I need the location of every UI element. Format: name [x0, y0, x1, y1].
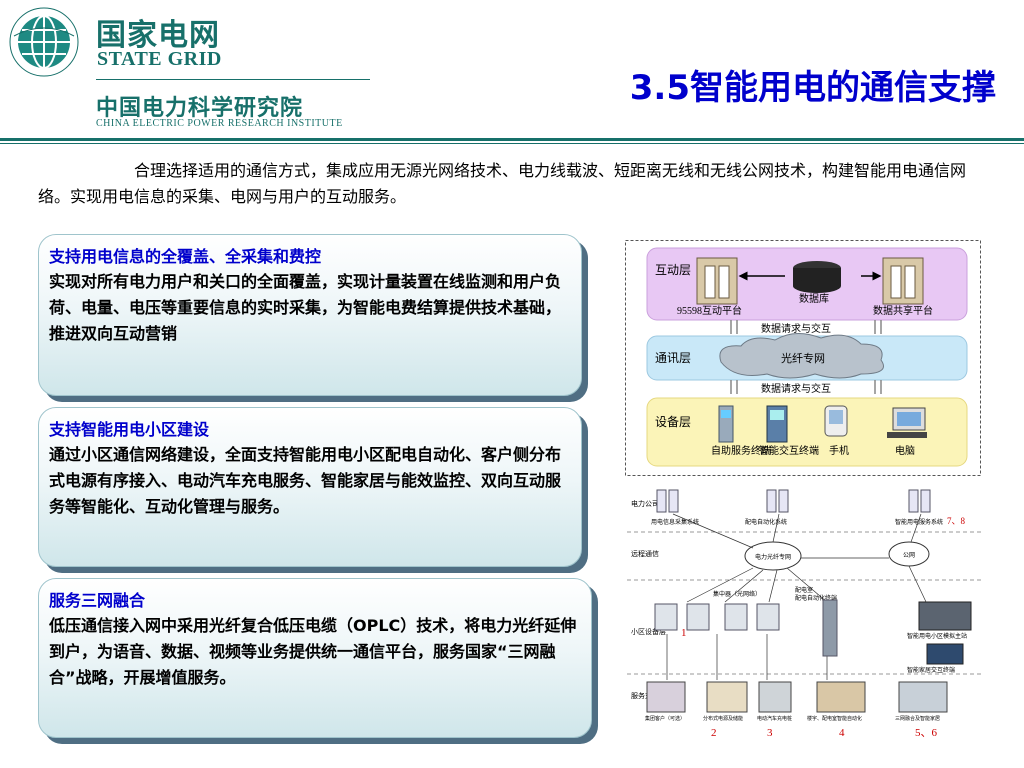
- interactive-terminal-icon: [766, 405, 788, 443]
- service-label: 电动汽车充电桩: [757, 715, 792, 722]
- double-arrow-icon: [730, 380, 738, 394]
- server-icon: [908, 489, 919, 513]
- header-rule-thin: [0, 143, 1024, 144]
- institute-name-cn: 中国电力科学研究院: [96, 96, 304, 121]
- smart-home-icon: [898, 681, 948, 713]
- ev-charger-icon: [758, 681, 792, 713]
- community-topology-diagram: 电力公司 远程通信 小区设备层 服务对象 用电信息采集系统 配电自动化系统 智能…: [627, 484, 983, 742]
- server-icon: [882, 257, 924, 305]
- node-label: 配电自动化终端: [795, 594, 837, 602]
- service-label: 楼宇、配电室智能自动化: [807, 715, 862, 722]
- server-icon: [668, 489, 679, 513]
- header-rule: [0, 138, 1024, 141]
- service-label: 分布式电源及储能: [703, 715, 743, 722]
- reference-number: 4: [839, 727, 845, 739]
- arrow-label: 数据请求与交互: [761, 382, 831, 395]
- service-label: 集团客户（可选）: [645, 715, 685, 722]
- phone-icon: [824, 405, 848, 437]
- computer-icon: [887, 407, 927, 438]
- layered-architecture-diagram: 互动层 95598互动平台 数据库 数据共享平台 数据请求与交互 通讯层 光纤专…: [625, 240, 981, 476]
- band-label: 电力公司: [631, 499, 659, 508]
- server-icon: [920, 489, 931, 513]
- band-label: 服务对象: [631, 691, 659, 700]
- layer-label: 互动层: [655, 263, 691, 277]
- building-icon: [816, 681, 866, 713]
- institute-name-en: CHINA ELECTRIC POWER RESEARCH INSTITUTE: [96, 118, 343, 129]
- system-label: 配电自动化系统: [745, 518, 787, 526]
- node-label: 配电室: [795, 586, 813, 594]
- database-icon: [793, 261, 841, 293]
- info-card-convergence: 服务三网融合 低压通信接入网中采用光纤复合低压电缆（OPLC）技术，将电力光纤延…: [38, 578, 592, 738]
- card-body: 实现对所有电力用户和关口的全面覆盖，实现计量装置在线监测和用户负荷、电量、电压等…: [49, 272, 562, 343]
- header-divider: [96, 79, 370, 80]
- cloud-label: 公网: [903, 552, 915, 559]
- node-label: 集中器（光网络）: [713, 590, 761, 598]
- layer-label: 通讯层: [655, 351, 691, 365]
- double-arrow-icon: [730, 320, 738, 334]
- reference-number: 7、8: [947, 516, 966, 526]
- device-label: 智能交互终端: [759, 444, 819, 457]
- group-customer-icon: [646, 681, 686, 713]
- meter-box-icon: [724, 603, 748, 631]
- cloud-icon: [719, 333, 884, 379]
- reference-number: 1: [681, 627, 687, 639]
- double-arrow-icon: [874, 380, 882, 394]
- info-card-coverage: 支持用电信息的全覆盖、全采集和费控 实现对所有电力用户和关口的全面覆盖，实现计量…: [38, 234, 582, 396]
- system-label: 智能用电服务系统: [895, 518, 943, 526]
- meter-box-icon: [756, 603, 780, 631]
- double-arrow-icon: [874, 320, 882, 334]
- intro-paragraph: 合理选择适用的通信方式，集成应用无源光网络技术、电力线载波、短距离无线和无线公网…: [38, 161, 967, 206]
- monitoring-station-icon: [918, 601, 972, 631]
- interactive-label: 数据共享平台: [873, 304, 933, 317]
- band-label: 远程通信: [631, 549, 659, 558]
- cloud-label: 光纤专网: [781, 351, 825, 365]
- card-body: 通过小区通信网络建设，全面支持智能用电小区配电自动化、客户侧分布式电源有序接入、…: [49, 445, 562, 516]
- meter-box-icon: [654, 603, 678, 631]
- server-icon: [696, 257, 738, 305]
- network-lines: [666, 513, 928, 680]
- distribution-cabinet-icon: [822, 599, 838, 657]
- right-label: 智能用电小区模拟主站: [907, 632, 967, 640]
- kiosk-icon: [718, 405, 734, 443]
- card-heading: 支持智能用电小区建设: [49, 420, 210, 439]
- interactive-label: 95598互动平台: [677, 304, 742, 317]
- device-label: 自助服务终端: [711, 444, 771, 457]
- reference-number: 3: [767, 727, 773, 739]
- arrow-label: 数据请求与交互: [761, 322, 831, 335]
- layer-label: 设备层: [655, 415, 691, 429]
- card-body: 低压通信接入网中采用光纤复合低压电缆（OPLC）技术，将电力光纤延伸到户，为语音…: [49, 616, 577, 687]
- band-label: 小区设备层: [631, 627, 666, 636]
- interactive-label: 数据库: [799, 292, 829, 305]
- meter-box-icon: [686, 603, 710, 631]
- state-grid-logo-icon: [9, 7, 79, 77]
- distributed-energy-icon: [706, 681, 748, 713]
- device-label: 电脑: [895, 444, 915, 457]
- right-label: 智能家居交互终端: [907, 666, 955, 674]
- card-heading: 支持用电信息的全覆盖、全采集和费控: [49, 247, 322, 266]
- reference-number: 2: [711, 727, 717, 739]
- reference-number: 5、6: [915, 727, 937, 739]
- device-label: 手机: [829, 444, 849, 457]
- service-label: 三网融合及智能家居: [895, 715, 940, 722]
- company-name-en: STATE GRID: [97, 48, 222, 70]
- server-icon: [656, 489, 667, 513]
- system-label: 用电信息采集系统: [651, 518, 699, 526]
- company-name-cn: 国家电网: [96, 18, 220, 53]
- info-card-community: 支持智能用电小区建设 通过小区通信网络建设，全面支持智能用电小区配电自动化、客户…: [38, 407, 582, 567]
- server-icon: [766, 489, 777, 513]
- cloud-label: 电力光纤专网: [755, 553, 791, 561]
- card-heading: 服务三网融合: [49, 591, 146, 610]
- home-terminal-icon: [926, 643, 964, 665]
- server-icon: [778, 489, 789, 513]
- slide-title: 3.5智能用电的通信支撑: [629, 68, 996, 108]
